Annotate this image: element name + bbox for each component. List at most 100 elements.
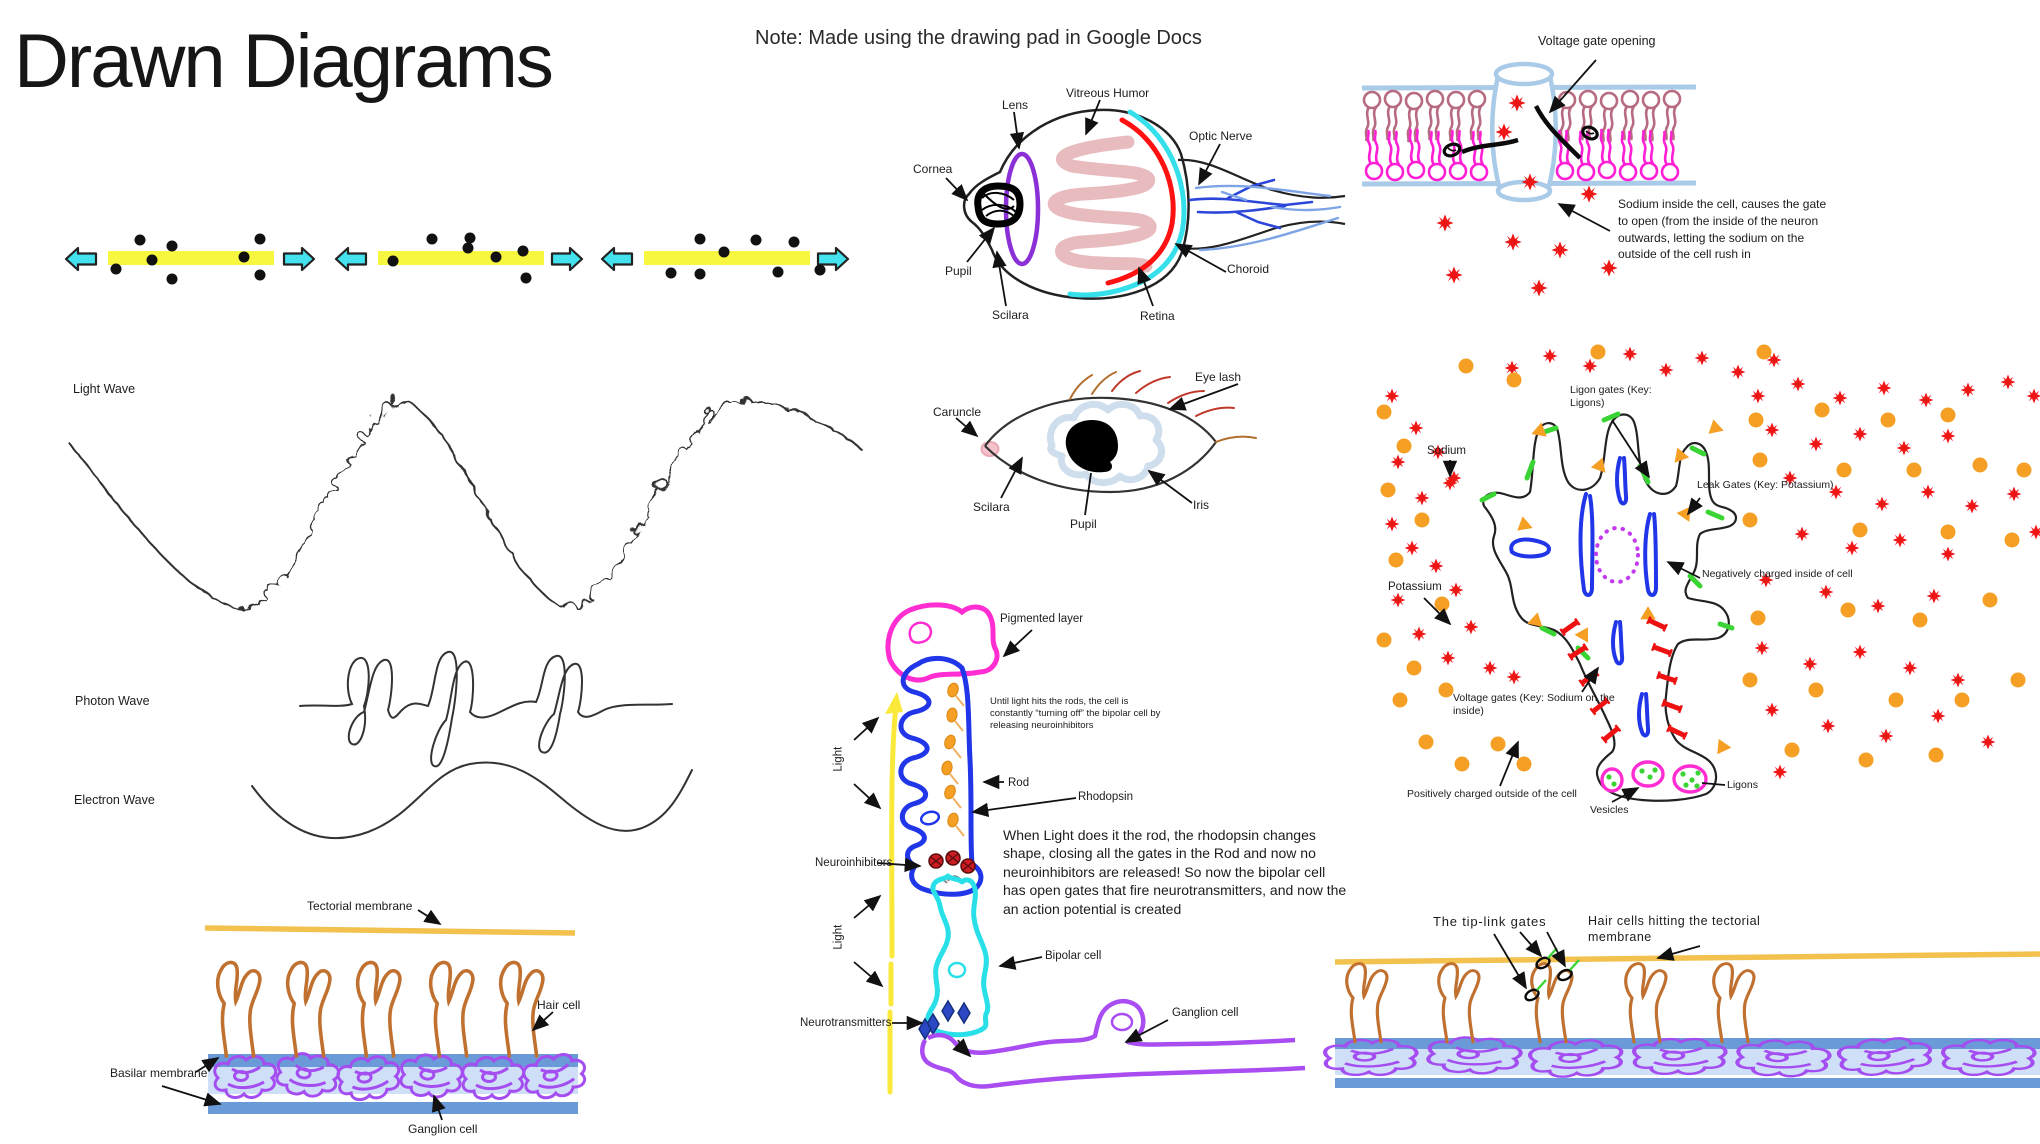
hair-cells-hitting-label: Hair cells hitting the tectorial membran… xyxy=(1588,914,1761,944)
hair-cell-row xyxy=(1345,961,1756,1044)
ligons-label: Ligons xyxy=(1727,779,1758,791)
light-wave-curve xyxy=(63,394,858,605)
cochlea-right-diagram xyxy=(1325,931,2040,1088)
optic-nerve-label: Optic Nerve xyxy=(1189,129,1253,143)
rod-diagram-arrows xyxy=(853,629,1169,1043)
ligon-gates-label: Ligon gates (Key: Ligons) xyxy=(1570,384,1652,410)
external-eye-arrows xyxy=(955,383,1239,516)
bipolar-cell-shape xyxy=(925,873,991,1038)
light-wave-label: Light Wave xyxy=(73,382,136,396)
sclera-section-label: Scilara xyxy=(992,308,1029,322)
air-particle-dots xyxy=(110,232,826,285)
choroid-arc xyxy=(1067,109,1187,298)
pupil-scribble xyxy=(974,182,1024,228)
light-label-lower: Light xyxy=(832,924,845,950)
signal-down-arrow xyxy=(952,1038,972,1058)
rod-label: Rod xyxy=(1008,777,1030,789)
sound-wave-diagram xyxy=(64,232,850,285)
sound-wave-bar xyxy=(644,251,810,265)
choroid-label: Choroid xyxy=(1227,262,1270,276)
eyelash-label: Eye lash xyxy=(1195,370,1242,384)
iris-label: Iris xyxy=(1193,498,1209,512)
tip-link-gates-label: The tip-link gates xyxy=(1433,914,1547,929)
caruncle-blob xyxy=(980,441,1000,457)
sodium-label: Sodium xyxy=(1427,445,1466,457)
cochlea-left-arrows xyxy=(161,909,554,1121)
tectorial-membrane-line xyxy=(1334,951,2040,965)
pigmented-layer-label: Pigmented layer xyxy=(1000,613,1084,625)
bipolar-cell-label: Bipolar cell xyxy=(1045,950,1102,962)
cornea-label: Cornea xyxy=(913,162,953,176)
light-beam-arrowhead xyxy=(885,692,903,714)
voltage-gate-opening-label: Voltage gate opening xyxy=(1538,34,1656,48)
arrow-left-icon xyxy=(600,246,634,272)
photon-wave-curve xyxy=(299,650,673,768)
page-title: Drawn Diagrams xyxy=(14,19,554,104)
pupil-blob xyxy=(1065,420,1118,473)
neurotransmitters-label: Neurotransmitters xyxy=(800,1017,892,1029)
ganglion-cell-label: Ganglion cell xyxy=(408,1122,478,1136)
ligand-gate-segments xyxy=(1479,411,1735,661)
neuroinhibitor-dots xyxy=(928,850,976,874)
vitreous-humor-label: Vitreous Humor xyxy=(1066,86,1150,100)
inner-blue-organelles xyxy=(1509,456,1659,738)
voltage-gates-label: Voltage gates (Key: Sodium on the inside… xyxy=(1453,692,1615,718)
eye-cross-section-diagram xyxy=(945,99,1346,307)
pupil-section-label: Pupil xyxy=(945,264,972,278)
page-note: Note: Made using the drawing pad in Goog… xyxy=(755,27,1202,49)
when-light-text: When Light does it the rod, the rhodopsi… xyxy=(1003,827,1347,917)
arrow-left-icon xyxy=(64,246,98,272)
hair-cell-label: Hair cell xyxy=(537,998,581,1012)
iris-squiggle xyxy=(1047,400,1166,486)
eye-section-arrows xyxy=(945,99,1227,307)
negative-inside-label: Negatively charged inside of cell xyxy=(1702,568,1853,580)
voltage-gate-arrows xyxy=(1548,59,1611,232)
rod-ganglion-cell-shape xyxy=(920,999,1306,1089)
neuron-cell-diagram xyxy=(1376,344,2040,803)
caruncle-label: Caruncle xyxy=(933,405,982,419)
until-light-text: Until light hits the rods, the cell is c… xyxy=(990,696,1161,731)
leak-gates-label: Leak Gates (Key: Potassium) xyxy=(1697,479,1834,491)
photon-wave-label: Photon Wave xyxy=(75,694,150,708)
gate-protein-strokes xyxy=(1442,104,1599,160)
neuron-membrane-outline xyxy=(1482,413,1738,802)
arrow-right-icon xyxy=(550,246,584,272)
wave-drawings xyxy=(63,394,858,840)
basilar-band-top xyxy=(1335,1038,2040,1049)
electron-wave-label: Electron Wave xyxy=(74,793,155,807)
neuroinhibitors-label: Neuroinhibitors xyxy=(815,857,893,869)
electron-wave-curve xyxy=(251,761,693,840)
optic-nerve-outline xyxy=(1177,158,1346,250)
lens-label: Lens xyxy=(1002,98,1029,112)
cochlea-left-diagram xyxy=(161,909,590,1121)
eyeball-outline xyxy=(962,108,1190,300)
arrow-right-icon xyxy=(282,246,316,272)
nucleus-dotted-circle xyxy=(1594,526,1640,584)
rhodopsin-label: Rhodopsin xyxy=(1078,791,1133,803)
sodium-inside-text: Sodium inside the cell, causes the gate … xyxy=(1618,197,1827,262)
arrow-left-icon xyxy=(334,246,368,272)
tectorial-membrane-line xyxy=(204,925,576,936)
rod-ganglion-label: Ganglion cell xyxy=(1172,1007,1239,1019)
basilar-membrane-label: Basilar membrane xyxy=(110,1066,208,1080)
basilar-band-bottom xyxy=(1335,1078,2040,1088)
tectorial-membrane-label: Tectorial membrane xyxy=(307,899,413,913)
light-beam xyxy=(885,692,903,1095)
sclera-front-label: Scilara xyxy=(973,500,1010,514)
rod-pathway-diagram xyxy=(853,602,1306,1095)
optic-nerve-veins xyxy=(1188,178,1342,252)
rod-cell-shape xyxy=(898,656,984,897)
vesicles-label: Vesicles xyxy=(1590,804,1629,816)
rhodopsin-molecules xyxy=(941,682,965,837)
neuron-diagram-arrows xyxy=(1423,419,1726,803)
vitreous-humor-squiggle xyxy=(1047,135,1157,273)
potassium-ions xyxy=(1376,344,2032,772)
vesicles-with-ligons xyxy=(1600,760,1708,794)
potassium-label: Potassium xyxy=(1388,581,1442,593)
voltage-gate-diagram xyxy=(1361,59,1697,297)
positive-outside-label: Positively charged outside of the cell xyxy=(1407,788,1577,800)
retina-label: Retina xyxy=(1140,309,1175,323)
basilar-band-bottom xyxy=(208,1102,578,1114)
